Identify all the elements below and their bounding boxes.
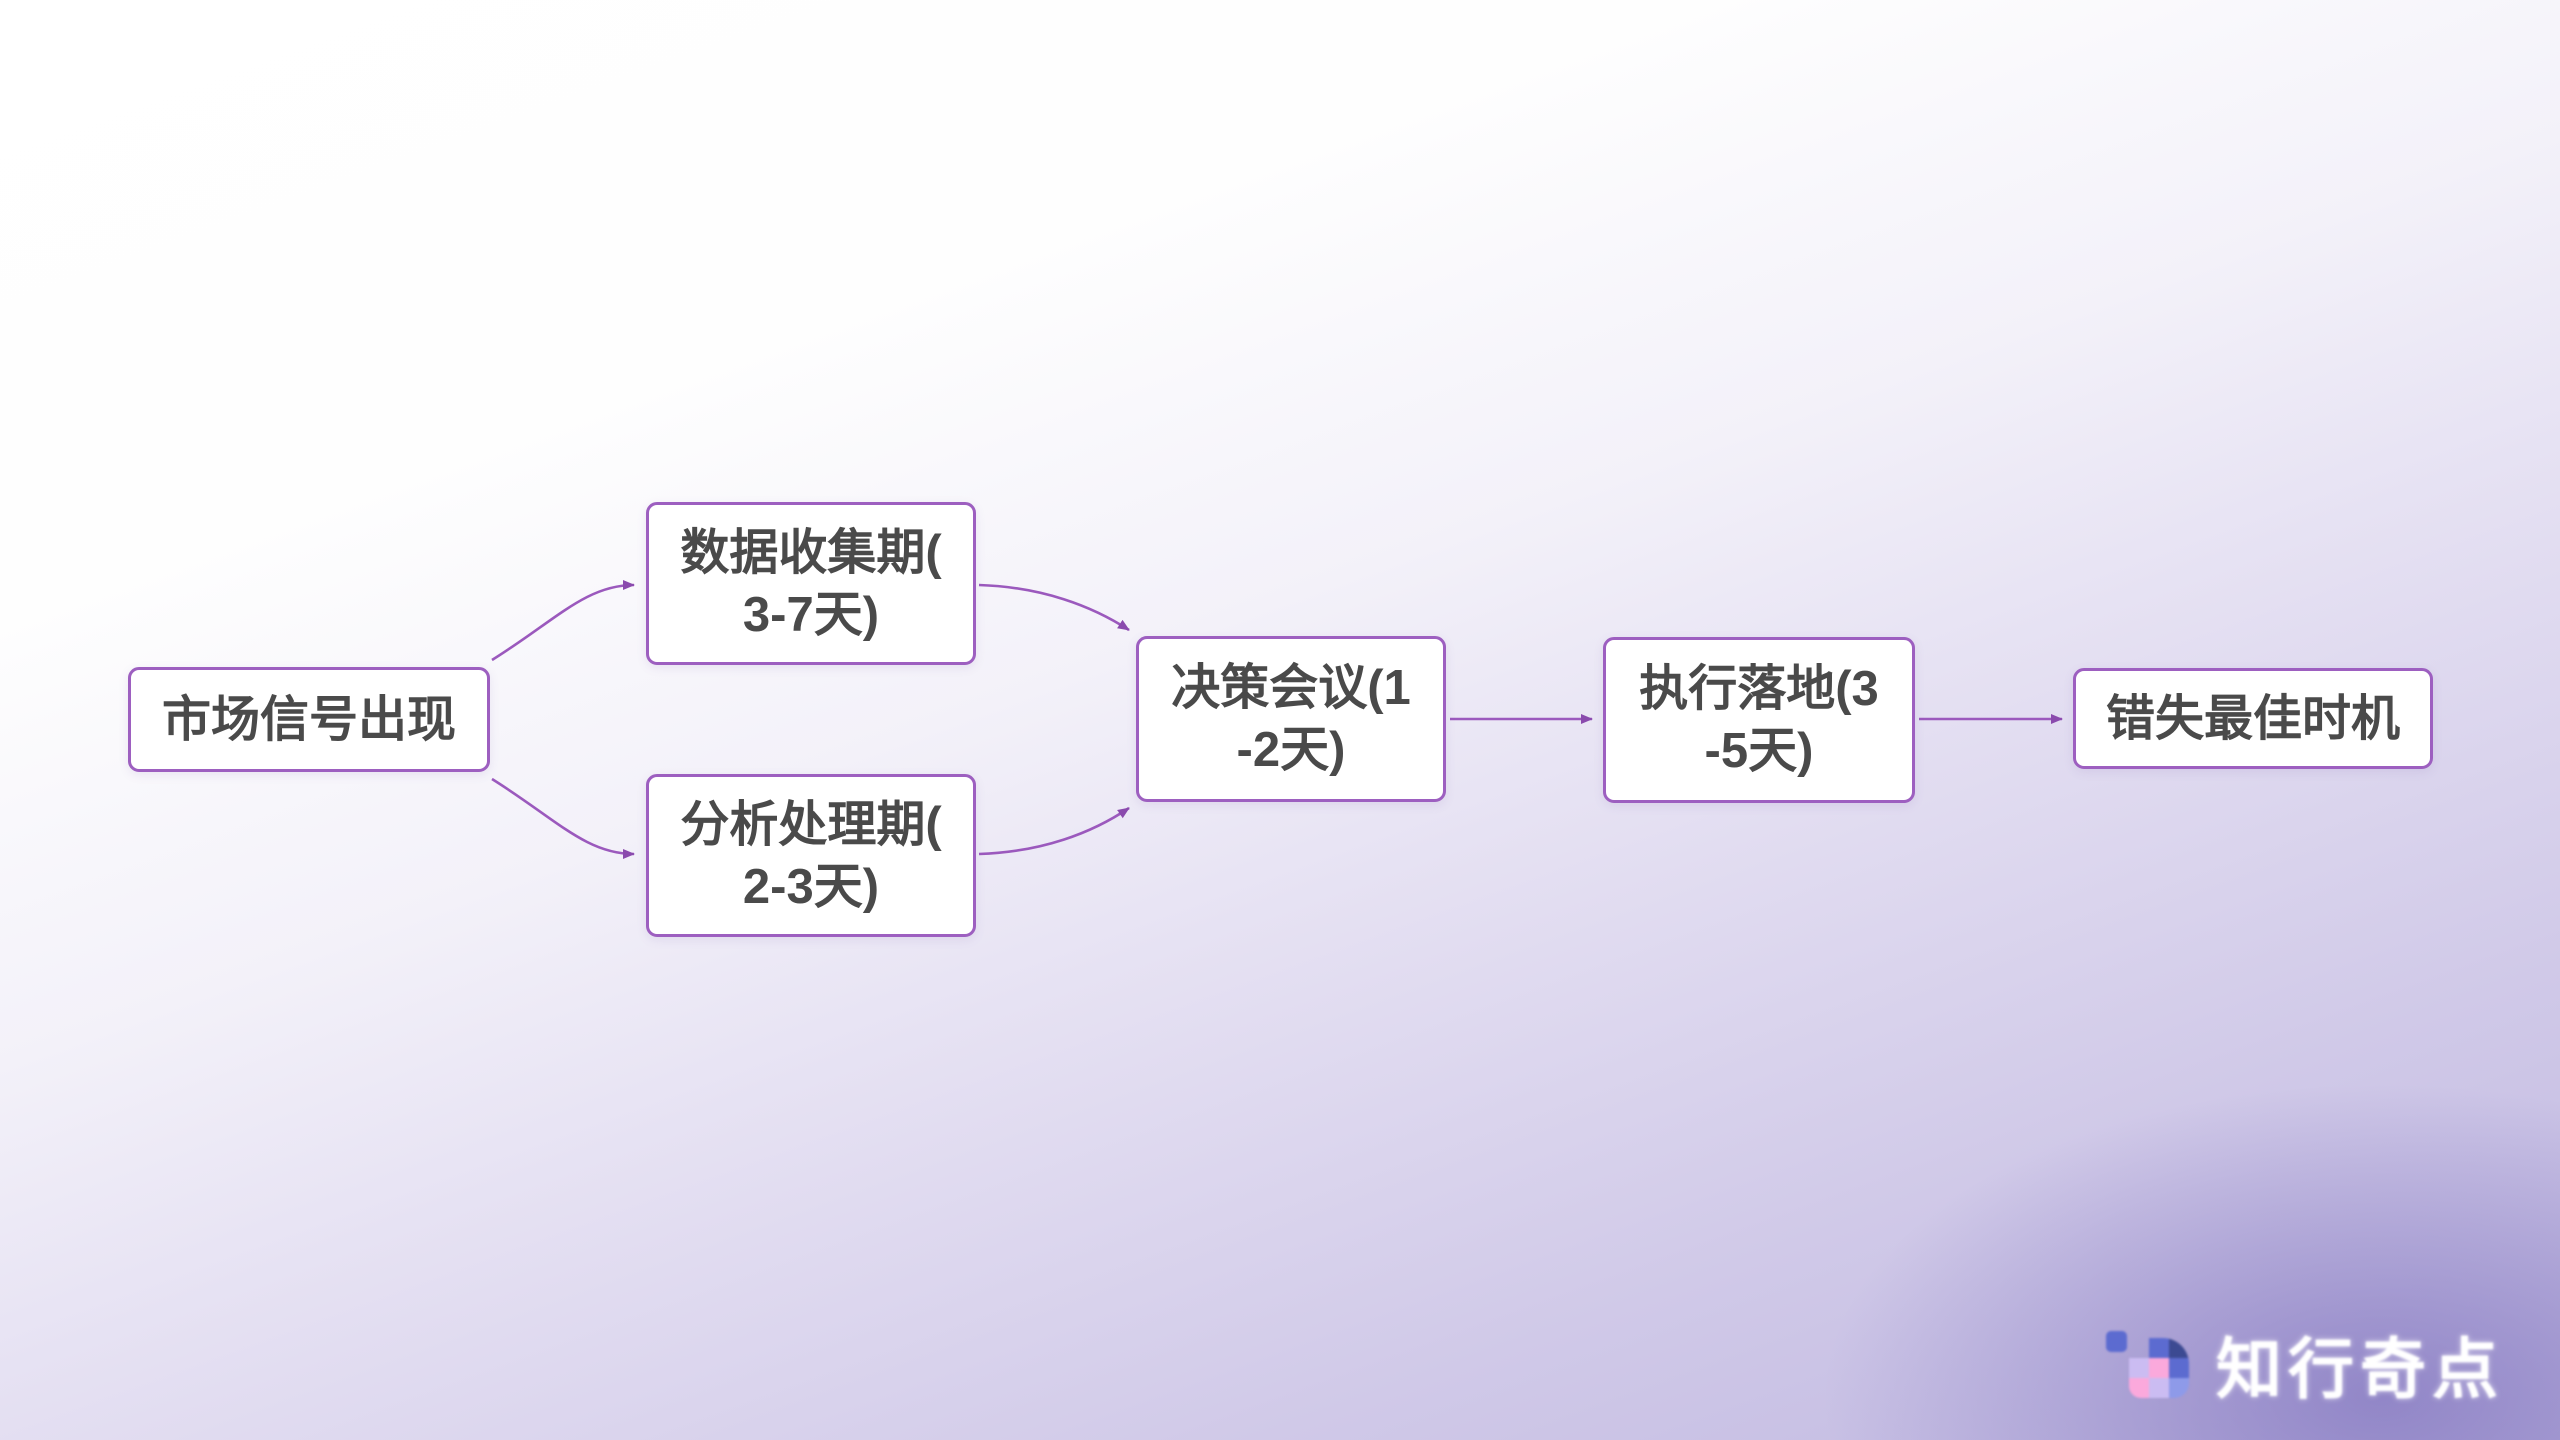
flow-node-execution-landing: 执行落地(3 -5天) xyxy=(1603,637,1915,803)
brand-logo: 知行奇点 xyxy=(2106,1316,2504,1412)
flow-node-decision-meeting: 决策会议(1 -2天) xyxy=(1136,636,1446,802)
node-label-line: -5天) xyxy=(1704,724,1814,778)
edge-market-to-data xyxy=(491,580,635,662)
node-label-line: 3-7天) xyxy=(742,587,880,642)
node-label-line: 错失最佳时机 xyxy=(2105,691,2400,746)
flow-node-analysis-processing: 分析处理期( 2-3天) xyxy=(646,774,976,937)
pixel-grid-logo-icon xyxy=(2106,1327,2189,1402)
edge-analysis-to-decision xyxy=(978,806,1130,856)
node-label-line: 决策会议(1 xyxy=(1171,661,1411,715)
logo-detached-pixel xyxy=(2106,1330,2127,1352)
node-label-line: 市场信号出现 xyxy=(161,692,456,747)
node-label-line: 2-3天) xyxy=(742,859,880,914)
edge-market-to-analysis xyxy=(491,777,635,859)
flow-node-market-signal: 市场信号出现 xyxy=(128,667,490,772)
node-label-line: -2天) xyxy=(1236,723,1346,777)
flow-node-missed-opportunity: 错失最佳时机 xyxy=(2073,668,2433,769)
brand-logo-text: 知行奇点 xyxy=(2216,1332,2504,1406)
logo-pixel-grid xyxy=(2129,1337,2189,1398)
node-label-line: 数据收集期( xyxy=(680,525,942,580)
node-label-line: 分析处理期( xyxy=(680,797,942,852)
node-label-line: 执行落地(3 xyxy=(1639,662,1879,716)
flow-node-data-collection: 数据收集期( 3-7天) xyxy=(646,502,976,665)
edge-data-to-decision xyxy=(978,583,1130,632)
